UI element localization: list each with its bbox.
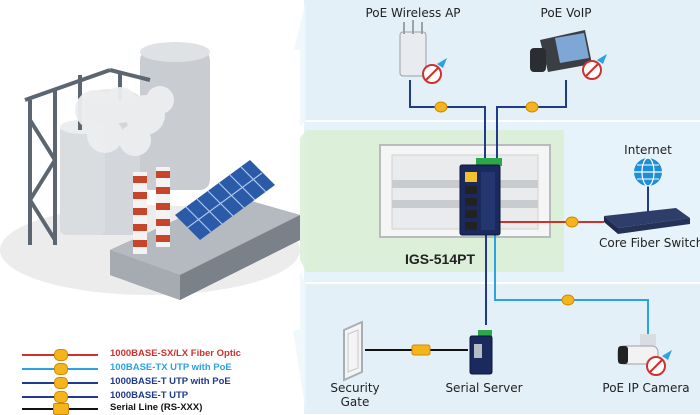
top-zone-panel bbox=[304, 0, 700, 120]
internet-label: Internet bbox=[624, 143, 672, 157]
link-markers bbox=[411, 101, 579, 356]
legend-label-1000base-poe: 1000BASE-T UTP with PoE bbox=[110, 376, 231, 387]
legend-item-fiber: 1000BASE-SX/LX Fiber Optic bbox=[22, 348, 292, 361]
security-gate-device bbox=[343, 320, 363, 382]
legend-item-100base-poe: 100BASE-TX UTP with PoE bbox=[22, 362, 292, 375]
legend-marker-100base-poe bbox=[54, 363, 68, 375]
legend-marker-fiber bbox=[54, 349, 68, 361]
ip-camera-device bbox=[617, 334, 672, 376]
voip-phone-device bbox=[530, 30, 607, 80]
device-model-label: IGS-514PT bbox=[404, 251, 476, 267]
wireless-ap-device bbox=[399, 20, 447, 84]
legend-label-serial: Serial Line (RS-XXX) bbox=[110, 402, 203, 413]
legend-item-1000base: 1000BASE-T UTP bbox=[22, 390, 292, 403]
internet-globe-device bbox=[634, 157, 662, 187]
core-fiber-switch-device bbox=[604, 208, 690, 234]
voip-label: PoE VoIP bbox=[540, 6, 592, 20]
camera-label: PoE IP Camera bbox=[602, 381, 690, 395]
igs-514pt-switch-device bbox=[459, 158, 502, 236]
ap-label: PoE Wireless AP bbox=[365, 6, 461, 20]
legend-label-1000base: 1000BASE-T UTP bbox=[110, 390, 189, 401]
legend-marker-1000base-poe bbox=[54, 377, 68, 389]
serial-server-label: Serial Server bbox=[445, 381, 523, 395]
legend-marker-1000base bbox=[54, 391, 68, 403]
core-switch-label: Core Fiber Switch bbox=[599, 236, 700, 250]
legend-label-fiber: 1000BASE-SX/LX Fiber Optic bbox=[110, 348, 241, 359]
legend-label-100base-poe: 100BASE-TX UTP with PoE bbox=[110, 362, 232, 373]
legend-item-1000base-poe: 1000BASE-T UTP with PoE bbox=[22, 376, 292, 389]
legend-item-serial: Serial Line (RS-XXX) bbox=[22, 402, 292, 415]
factory-illustration bbox=[0, 42, 300, 330]
serial-server-device bbox=[469, 330, 493, 375]
legend-marker-serial bbox=[53, 403, 69, 415]
security-gate-label: Security Gate bbox=[330, 381, 380, 409]
